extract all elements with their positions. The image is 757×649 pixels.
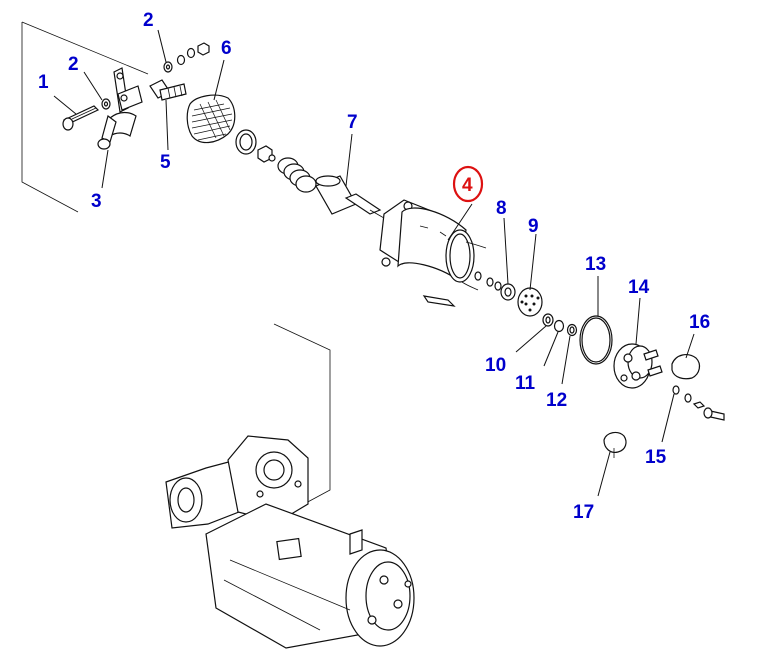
part-12-snap-ring[interactable] <box>566 323 578 337</box>
part-9-brush-plate[interactable] <box>517 287 543 317</box>
callout-6[interactable]: 6 <box>221 38 232 59</box>
callout-2-left[interactable]: 2 <box>68 54 79 75</box>
callout-14[interactable]: 14 <box>628 277 650 298</box>
part-8-bushing[interactable] <box>500 283 516 301</box>
bracket-outline <box>21 21 149 213</box>
part-5-eccentric-pin[interactable] <box>149 79 187 101</box>
callout-7[interactable]: 7 <box>347 112 358 133</box>
callout-1[interactable]: 1 <box>38 72 49 93</box>
callout-9[interactable]: 9 <box>528 216 539 237</box>
callout-4[interactable]: 4 <box>462 175 473 196</box>
part-2-washer-left[interactable] <box>101 98 111 110</box>
part-17-cap[interactable] <box>603 431 627 458</box>
callout-15[interactable]: 15 <box>645 447 667 468</box>
part-2-washer-top[interactable] <box>163 42 210 73</box>
housing-strap[interactable] <box>422 295 456 307</box>
callout-16[interactable]: 16 <box>689 312 710 333</box>
part-6-dust-cover[interactable] <box>186 94 236 144</box>
highlight-circle <box>452 165 484 203</box>
part-1-bolt[interactable] <box>62 105 100 131</box>
callout-8[interactable]: 8 <box>496 198 507 219</box>
pinion-parts[interactable] <box>235 129 276 163</box>
callout-10[interactable]: 10 <box>485 355 506 376</box>
part-14-end-cover[interactable] <box>613 343 663 389</box>
part-15-hardware[interactable] <box>672 385 725 421</box>
part-4-yoke-housing[interactable] <box>379 199 487 291</box>
lever-bracket[interactable] <box>109 67 143 138</box>
part-3-lever-arm[interactable] <box>97 114 117 150</box>
callout-12[interactable]: 12 <box>546 390 567 411</box>
part-13-o-ring[interactable] <box>579 315 613 365</box>
callout-11[interactable]: 11 <box>515 373 536 394</box>
part-11-washer[interactable] <box>553 319 565 333</box>
assembled-starter-motor <box>165 323 415 649</box>
part-16-cap[interactable] <box>671 354 701 380</box>
part-7-armature-shaft[interactable] <box>315 175 385 219</box>
part-10-washer[interactable] <box>542 313 554 327</box>
leader-lines <box>53 29 695 497</box>
callout-13[interactable]: 13 <box>585 254 606 275</box>
callout-3[interactable]: 3 <box>91 191 102 212</box>
spring[interactable] <box>277 157 317 193</box>
callout-17[interactable]: 17 <box>573 502 594 523</box>
callout-5[interactable]: 5 <box>160 152 171 173</box>
callout-labels: 1 2 2 3 4 5 6 7 8 9 10 11 12 13 14 15 16… <box>38 10 710 523</box>
callout-2-top[interactable]: 2 <box>143 10 154 31</box>
shims[interactable] <box>474 271 502 291</box>
